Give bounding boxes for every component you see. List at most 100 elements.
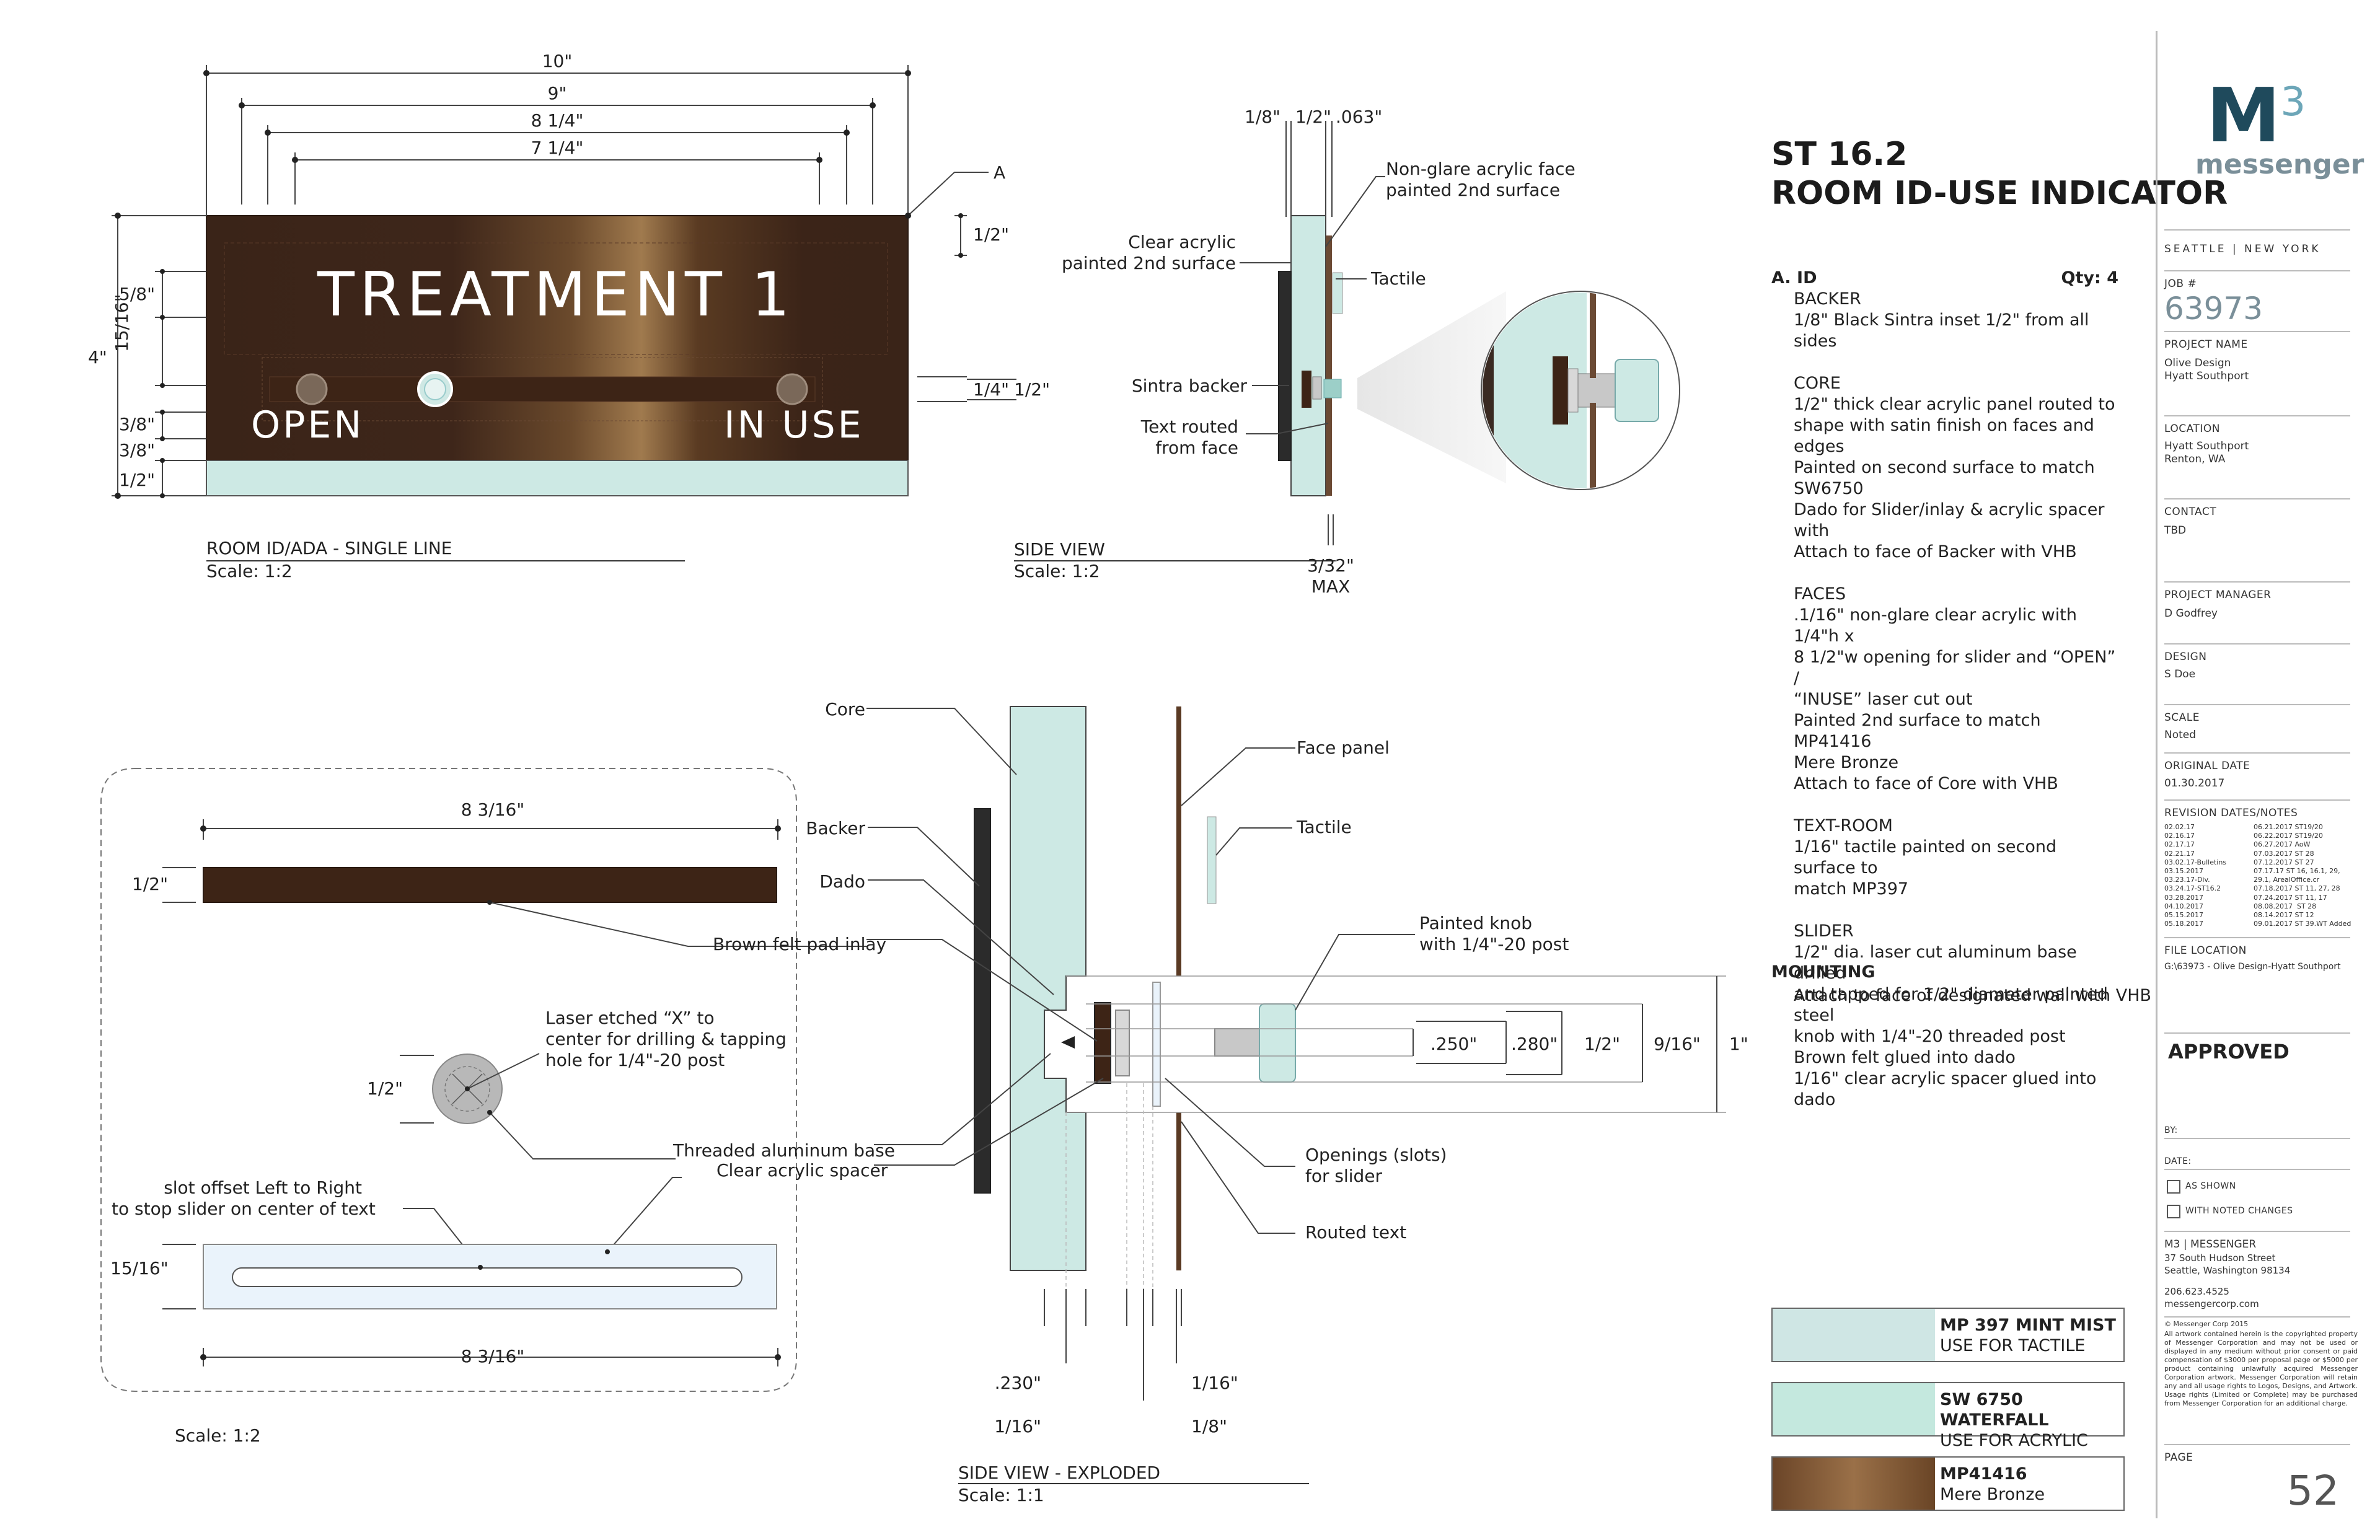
label-nonglare-1: Non-glare acrylic face bbox=[1386, 159, 1576, 179]
swatch-use: Mere Bronze bbox=[1940, 1485, 2045, 1504]
spec-head: SLIDER bbox=[1794, 922, 1854, 941]
sign-inuse-text: IN USE bbox=[724, 403, 864, 447]
exploded-knob bbox=[1259, 1003, 1296, 1083]
exploded-view bbox=[866, 706, 1726, 1484]
spec-line: Attach to face of Backer with VHB bbox=[1794, 542, 2077, 561]
location-label: LOCATION bbox=[2164, 423, 2220, 435]
scale-label: SCALE bbox=[2164, 711, 2200, 724]
slider-detail bbox=[100, 768, 868, 1392]
exp-dim-1-2: 1/2" bbox=[1584, 1034, 1620, 1054]
job-number: 63973 bbox=[2164, 291, 2263, 327]
mounting-text: Attach to face of designated wall with V… bbox=[1794, 986, 2152, 1005]
callout-a: A bbox=[994, 162, 1006, 183]
front-scale: Scale: 1:2 bbox=[206, 561, 293, 581]
slider-dim-bottom: 8 3/16" bbox=[461, 1346, 525, 1366]
spec-head: BACKER bbox=[1794, 289, 1861, 309]
noted-changes-checkbox[interactable] bbox=[2167, 1205, 2180, 1218]
dim-right-top: 1/2" bbox=[973, 224, 1009, 245]
side-dim-max: MAX bbox=[1311, 576, 1351, 597]
spec-line: shape with satin finish on faces and edg… bbox=[1794, 416, 2094, 456]
rev-label: REVISION DATES/NOTES bbox=[2164, 807, 2298, 819]
design-label: DESIGN bbox=[2164, 651, 2207, 663]
as-shown-checkbox[interactable] bbox=[2167, 1180, 2180, 1194]
side-scale: Scale: 1:2 bbox=[1014, 561, 1100, 581]
location-1: Hyatt Southport bbox=[2164, 440, 2249, 452]
dim-10: 10" bbox=[542, 51, 573, 71]
exp-dim-1-8: 1/8" bbox=[1191, 1416, 1227, 1437]
spec-line: Dado for Slider/inlay & acrylic spacer w… bbox=[1794, 500, 2105, 540]
exp-dim-1: 1" bbox=[1729, 1034, 1748, 1054]
logo-word: messenger bbox=[2195, 149, 2365, 180]
contact-label: CONTACT bbox=[2164, 506, 2217, 518]
swatch-code: SW 6750 WATERFALL bbox=[1940, 1390, 2049, 1430]
title-block bbox=[2156, 31, 2351, 1518]
fine-print: All artwork contained herein is the copy… bbox=[2164, 1330, 2358, 1407]
spec-line: 1/8" Black Sintra inset 1/2" from all si… bbox=[1794, 310, 2089, 351]
logo: M3 bbox=[2206, 79, 2306, 154]
label-backer: Backer bbox=[806, 818, 865, 838]
slider-dim-top: 8 3/16" bbox=[461, 799, 525, 820]
slider-slot-dim: 15/16" bbox=[110, 1258, 169, 1278]
exploded-core bbox=[1010, 706, 1086, 1271]
date-label: ORIGINAL DATE bbox=[2164, 760, 2250, 772]
slider-scale: Scale: 1:2 bbox=[175, 1425, 261, 1446]
date: 01.30.2017 bbox=[2164, 777, 2225, 790]
spec-line: Painted on second surface to match bbox=[1794, 458, 2095, 477]
as-shown-label: AS SHOWN bbox=[2185, 1181, 2236, 1191]
spec-head: CORE bbox=[1794, 374, 1841, 393]
approved: APPROVED bbox=[2168, 1040, 2290, 1063]
spec-line: .1/16" non-glare clear acrylic with 1/4"… bbox=[1794, 605, 2077, 646]
side-dim-1-8: 1/8" bbox=[1245, 107, 1280, 127]
job-label: JOB # bbox=[2164, 278, 2197, 290]
front-view bbox=[112, 65, 1016, 561]
sign-slot bbox=[269, 376, 816, 402]
label-threaded: Threaded aluminum base bbox=[673, 1140, 895, 1161]
spec-head: FACES bbox=[1794, 584, 1846, 604]
label-routed-2: from face bbox=[1155, 438, 1238, 458]
logo-3: 3 bbox=[2280, 79, 2306, 125]
label-spacer: Clear acrylic spacer bbox=[716, 1160, 888, 1181]
spec-line: match MP397 bbox=[1794, 879, 1909, 899]
swatch-use: USE FOR TACTILE bbox=[1940, 1336, 2086, 1355]
company: M3 | MESSENGER bbox=[2164, 1238, 2257, 1251]
spec-line: knob with 1/4"-20 threaded post bbox=[1794, 1027, 2066, 1046]
file-label: FILE LOCATION bbox=[2164, 944, 2247, 957]
label-routed-1: Text routed bbox=[1140, 416, 1238, 437]
sign-open-text: OPEN bbox=[251, 403, 364, 447]
label-clear-2: painted 2nd surface bbox=[1061, 253, 1236, 273]
dim-left-5-8: 5/8" bbox=[119, 284, 155, 304]
dim-7-1-4: 7 1/4" bbox=[531, 138, 584, 158]
front-caption: ROOM ID/ADA - SINGLE LINE bbox=[206, 538, 452, 558]
spec-backer: BACKER 1/8" Black Sintra inset 1/2" from… bbox=[1794, 289, 2118, 1111]
exploded-tactile bbox=[1207, 816, 1217, 904]
label-knob-2: with 1/4"-20 post bbox=[1419, 934, 1569, 954]
exp-dim-1-16-a: 1/16" bbox=[994, 1416, 1041, 1437]
address-1: 37 South Hudson Street bbox=[2164, 1252, 2276, 1264]
spec-line: 1/2" dia. laser cut aluminum base drille… bbox=[1794, 943, 2077, 983]
rev-right: 06.21.2017 ST19/20 06.22.2017 ST19/20 06… bbox=[2254, 823, 2351, 928]
pm-label: PROJECT MANAGER bbox=[2164, 589, 2272, 601]
side-view bbox=[1014, 121, 1680, 561]
spec-line: Mere Bronze bbox=[1794, 753, 1899, 772]
label-knob-1: Painted knob bbox=[1419, 913, 1533, 933]
sheet-name: ROOM ID-USE INDICATOR bbox=[1771, 175, 2228, 213]
label-exp-tactile: Tactile bbox=[1297, 817, 1352, 837]
sign-room-text: TREATMENT 1 bbox=[317, 260, 795, 330]
mounting-head: MOUNTING bbox=[1771, 962, 1875, 982]
dim-left-total: 4" bbox=[88, 347, 107, 367]
slider-knob-dim: 1/2" bbox=[367, 1078, 403, 1099]
felt-pad bbox=[203, 867, 777, 903]
spec-line: SW6750 bbox=[1794, 479, 1864, 498]
spec-line: 1/16" clear acrylic spacer glued into da… bbox=[1794, 1069, 2097, 1109]
swatch-color bbox=[1773, 1458, 1935, 1510]
pm: D Godfrey bbox=[2164, 607, 2218, 620]
label-slot-2: to stop slider on center of text bbox=[112, 1199, 376, 1219]
dim-left-3-8-a: 3/8" bbox=[119, 414, 155, 434]
side-caption: SIDE VIEW bbox=[1014, 539, 1105, 560]
label-laser-3: hole for 1/4"-20 post bbox=[545, 1050, 725, 1070]
exploded-face bbox=[1176, 706, 1181, 976]
dim-9: 9" bbox=[547, 83, 567, 103]
exploded-caption: SIDE VIEW - EXPLODED bbox=[958, 1463, 1161, 1483]
